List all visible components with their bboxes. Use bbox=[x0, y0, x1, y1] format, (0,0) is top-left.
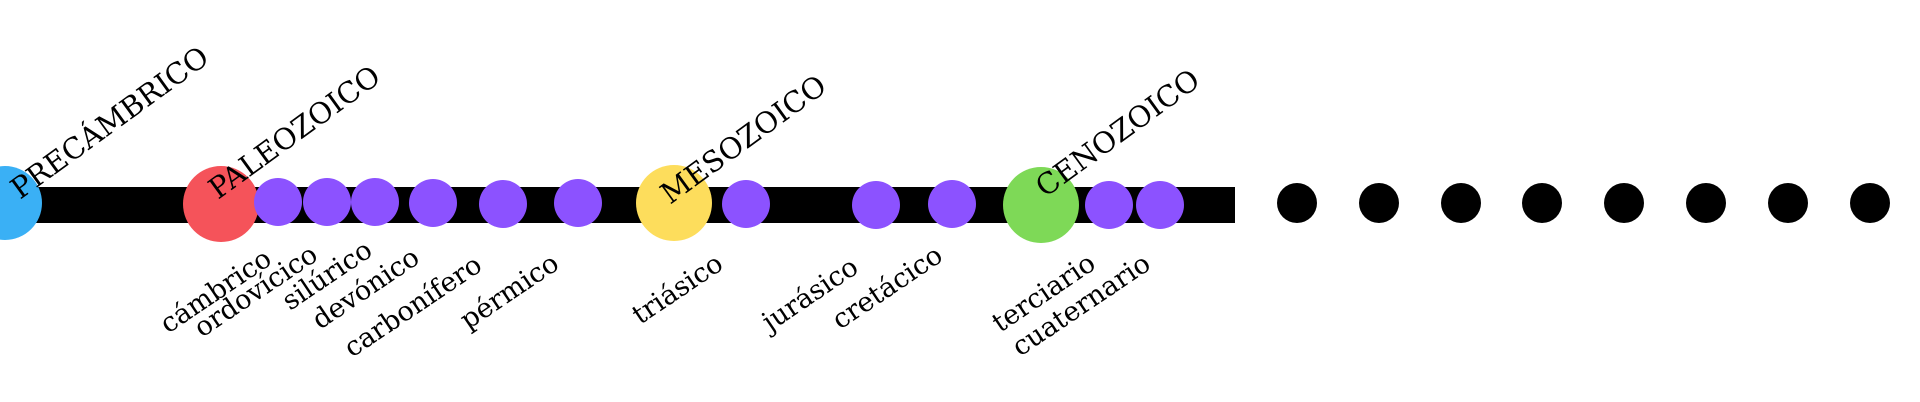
era-label-paleozoico: PALEOZOICO bbox=[202, 59, 386, 206]
era-label-precambrico: PRECÁMBRICO bbox=[4, 39, 215, 206]
era-label-cenozoico: CENOZOICO bbox=[1029, 62, 1206, 203]
era-dot-paleozoico bbox=[183, 166, 259, 242]
era-dot-cenozoico bbox=[1003, 167, 1079, 243]
continuation-dot bbox=[1604, 183, 1644, 223]
continuation-dot bbox=[1768, 183, 1808, 223]
continuation-dot bbox=[1522, 183, 1562, 223]
period-dot-jurasico bbox=[852, 181, 900, 229]
period-dot-cambrico bbox=[254, 178, 302, 226]
period-dot-triasico bbox=[722, 180, 770, 228]
period-dot-ordovicico bbox=[303, 178, 351, 226]
continuation-dot bbox=[1359, 183, 1399, 223]
period-label-triasico: triásico bbox=[627, 248, 729, 331]
period-dot-devonico bbox=[409, 179, 457, 227]
period-dot-carbonifero bbox=[479, 180, 527, 228]
period-dot-silurico bbox=[351, 178, 399, 226]
period-dot-permico bbox=[554, 179, 602, 227]
period-dot-cuaternario bbox=[1136, 181, 1184, 229]
continuation-dot bbox=[1441, 183, 1481, 223]
period-dot-cretacico bbox=[928, 180, 976, 228]
era-dot-mesozoico bbox=[636, 165, 712, 241]
continuation-dot bbox=[1686, 183, 1726, 223]
continuation-dot bbox=[1850, 183, 1890, 223]
period-dot-terciario bbox=[1085, 181, 1133, 229]
era-dot-precambrico bbox=[0, 166, 42, 240]
continuation-dot bbox=[1277, 183, 1317, 223]
